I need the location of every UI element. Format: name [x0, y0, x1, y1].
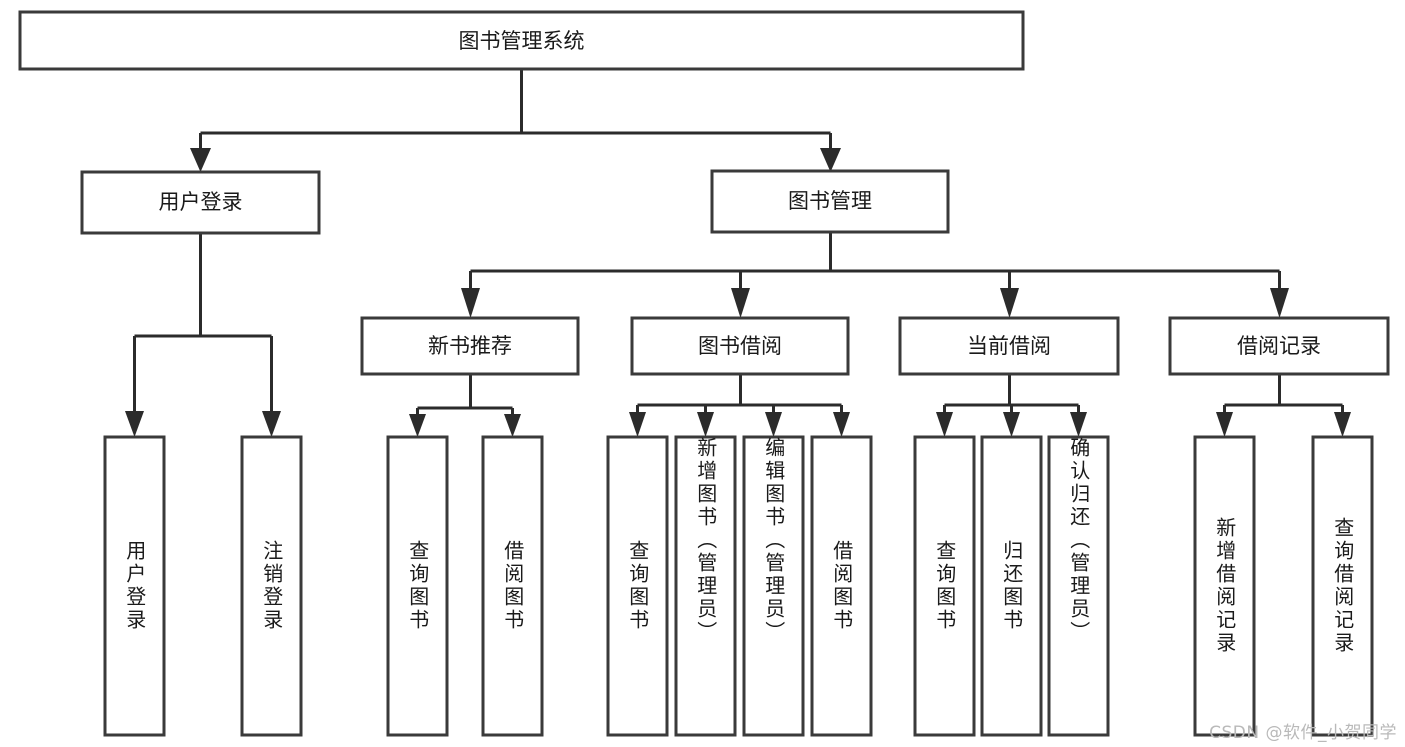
leaf-box-current-query[interactable]	[913, 435, 976, 737]
arrowhead-new-book-rec	[461, 288, 480, 318]
arrowhead-borrow-leaf-4	[833, 412, 850, 437]
arrowhead-current-borrow	[1000, 288, 1019, 318]
node-book-borrow-box[interactable]	[630, 316, 850, 376]
leaf-box-borrow-edit[interactable]	[742, 435, 805, 737]
arrowhead-leaf-user-login	[125, 411, 144, 437]
node-new-book-recommend-box[interactable]	[360, 316, 580, 376]
csdn-watermark: CSDN @软件_小贺同学	[1209, 723, 1397, 743]
arrowhead-leaf-logout	[262, 411, 281, 437]
node-current-borrow-label: 当前借阅	[967, 334, 1051, 358]
arrowhead-current-leaf-1	[936, 412, 953, 437]
arrowhead-user-login	[190, 148, 211, 172]
leaf-box-current-return[interactable]	[980, 435, 1043, 737]
arrowhead-current-leaf-3	[1070, 412, 1087, 437]
node-borrow-record-label: 借阅记录	[1237, 334, 1321, 358]
node-user-login[interactable]: 用户登录	[80, 170, 321, 235]
leaf-box-record-add[interactable]	[1193, 435, 1256, 737]
leaf-box-newbook-query[interactable]	[386, 435, 449, 737]
arrowhead-record-leaf-2	[1334, 412, 1351, 437]
arrowhead-borrow-leaf-1	[629, 412, 646, 437]
node-book-borrow[interactable]: 图书借阅	[630, 316, 850, 376]
leaf-box-current-confirm[interactable]	[1047, 435, 1110, 737]
leaf-box-borrow-add[interactable]	[674, 435, 737, 737]
arrowhead-record-leaf-1	[1216, 412, 1233, 437]
leaf-box-newbook-borrow[interactable]	[481, 435, 544, 737]
arrowhead-borrow-leaf-3	[765, 412, 782, 437]
arrowhead-newbook-leaf-2	[504, 414, 521, 437]
node-new-book-recommend[interactable]: 新书推荐	[360, 316, 580, 376]
node-current-borrow[interactable]: 当前借阅	[898, 316, 1120, 376]
node-user-login-label: 用户登录	[159, 190, 243, 214]
arrowhead-book-mgmt	[820, 148, 841, 172]
node-root[interactable]: 图书管理系统	[18, 10, 1025, 71]
node-book-management-label: 图书管理	[788, 189, 872, 213]
leaf-box-user-login[interactable]	[103, 435, 166, 737]
node-book-management-box[interactable]	[710, 169, 950, 234]
node-current-borrow-box[interactable]	[898, 316, 1120, 376]
arrowhead-current-leaf-2	[1003, 412, 1020, 437]
node-new-book-recommend-label: 新书推荐	[428, 334, 512, 358]
node-borrow-record[interactable]: 借阅记录	[1168, 316, 1390, 376]
leaf-box-record-query[interactable]	[1311, 435, 1374, 737]
node-user-login-box[interactable]	[80, 170, 321, 235]
node-root-label: 图书管理系统	[459, 29, 585, 53]
node-root-box[interactable]	[18, 10, 1025, 71]
leaf-box-logout[interactable]	[240, 435, 303, 737]
arrowhead-borrow-record	[1270, 288, 1289, 318]
leaf-box-borrow-query[interactable]	[606, 435, 669, 737]
node-borrow-record-box[interactable]	[1168, 316, 1390, 376]
node-book-management[interactable]: 图书管理	[710, 169, 950, 234]
connector-layer	[125, 69, 1351, 437]
arrowhead-newbook-leaf-1	[409, 414, 426, 437]
arrowhead-borrow-leaf-2	[697, 412, 714, 437]
node-book-borrow-label: 图书借阅	[698, 334, 782, 358]
arrowhead-book-borrow	[731, 288, 750, 318]
leaf-box-borrow-lend[interactable]	[810, 435, 873, 737]
